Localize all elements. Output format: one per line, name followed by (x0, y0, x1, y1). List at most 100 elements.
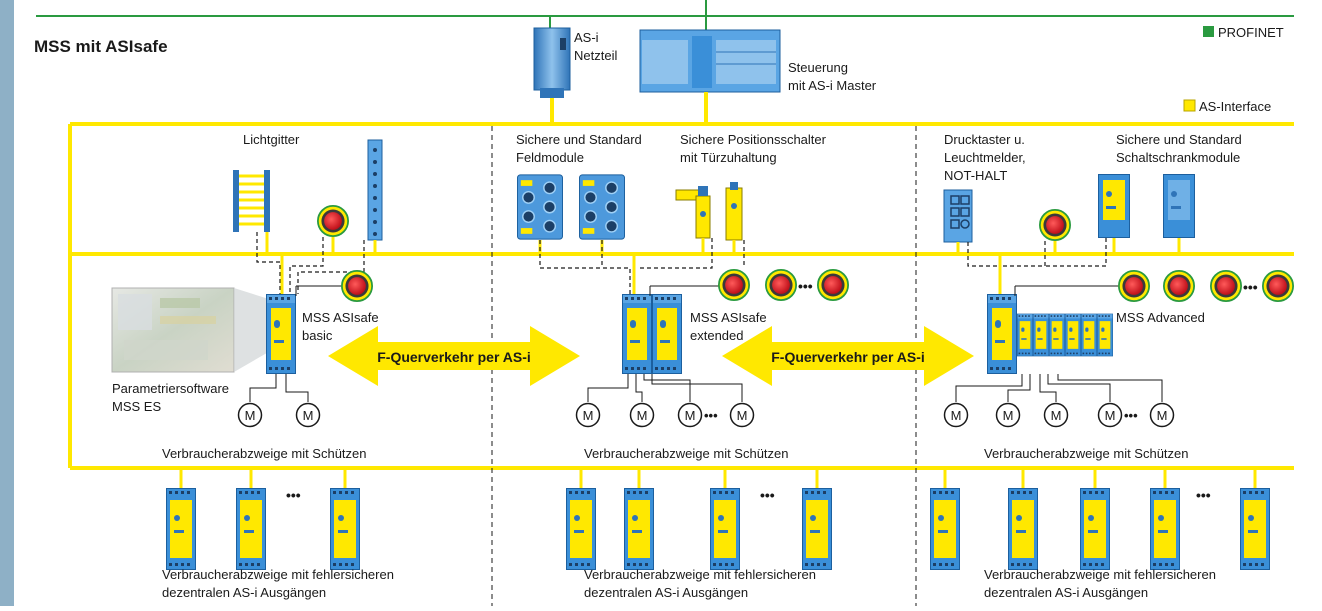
drucktaster-label-line3: NOT-HALT (944, 168, 1007, 183)
motor-label: M (685, 408, 696, 423)
outputs-label-3-line2: dezentralen AS-i Ausgängen (984, 585, 1148, 600)
positionsschalter-label-line1: Sichere Positionsschalter (680, 132, 827, 147)
motor-label: M (1105, 408, 1116, 423)
emergency-stop-icon (1118, 270, 1150, 302)
f-crosstraffic-arrow-1: F-Querverkehr per AS-i (328, 326, 580, 386)
asi-bus-lines (68, 122, 1294, 470)
psu-label-line2: Netzteil (574, 48, 617, 63)
emergency-stop-icon (718, 269, 750, 301)
f-crosstraffic-label-1: F-Querverkehr per AS-i (377, 349, 531, 365)
motor-label: M (737, 408, 748, 423)
outputs-label-1-line2: dezentralen AS-i Ausgängen (162, 585, 326, 600)
f-crosstraffic-arrow-2: F-Querverkehr per AS-i (722, 326, 974, 386)
door-interlock-switch-icon (725, 182, 743, 241)
emergency-stop-icon (317, 205, 349, 237)
safe-output-module-icon (710, 488, 740, 570)
mss-asisafe-extended-module-icon (622, 294, 652, 374)
branches-label-3: Verbraucherabzweige mit Schützen (984, 446, 1189, 461)
schaltschrank-label-line1: Sichere und Standard (1116, 132, 1242, 147)
pushbutton-station-icon (943, 189, 973, 243)
emergency-stop-icon (817, 269, 849, 301)
basic-label-line2: basic (302, 328, 333, 343)
more-outputs-ellipsis: ••• (286, 487, 301, 503)
emergency-stop-icon (1210, 270, 1242, 302)
left-edge-bar (0, 0, 14, 606)
cabinet-module-standard-icon (1163, 174, 1195, 238)
parametrization-software-screenshot (111, 287, 272, 373)
mss-extension-module-icon (652, 294, 682, 374)
branches-label-2: Verbraucherabzweige mit Schützen (584, 446, 789, 461)
safe-output-module-icon (236, 488, 266, 570)
more-estops-ellipsis: ••• (1243, 279, 1258, 295)
motor-label: M (1003, 408, 1014, 423)
light-curtain-icon (233, 170, 270, 232)
more-estops-ellipsis: ••• (798, 278, 813, 294)
mss-asisafe-basic-module-icon (266, 294, 296, 374)
safe-output-module-icon (566, 488, 596, 570)
safe-output-module-icon (166, 488, 196, 570)
more-outputs-ellipsis: ••• (1196, 487, 1211, 503)
outputs-label-2-line2: dezentralen AS-i Ausgängen (584, 585, 748, 600)
outputs-label-2-line1: Verbraucherabzweige mit fehlersicheren (584, 567, 816, 582)
diagram-title: MSS mit ASIsafe (34, 37, 168, 56)
safe-output-module-icon (802, 488, 832, 570)
emergency-stop-icon (1039, 209, 1071, 241)
schaltschrank-label-line2: Schaltschrankmodule (1116, 150, 1240, 165)
motor-label: M (1157, 408, 1168, 423)
positionsschalter-label-line2: mit Türzuhaltung (680, 150, 777, 165)
asi-legend-label: AS-Interface (1199, 99, 1271, 114)
mss-advanced-io-module-icon (1049, 313, 1065, 357)
basic-label-line1: MSS ASIsafe (302, 310, 379, 325)
safe-output-module-icon (1240, 488, 1270, 570)
safe-output-module-icon (1008, 488, 1038, 570)
mss-advanced-module-group (987, 294, 1113, 374)
mss-advanced-io-module-icon (1017, 313, 1033, 357)
motor-label: M (583, 408, 594, 423)
emergency-stop-icon (1262, 270, 1294, 302)
safe-output-module-icon (330, 488, 360, 570)
extended-label-line2: extended (690, 328, 744, 343)
more-motors-ellipsis: ••• (1124, 408, 1138, 423)
software-label-line1: Parametriersoftware (112, 381, 229, 396)
field-module-standard-icon (579, 174, 625, 240)
emergency-stop-icon (1163, 270, 1195, 302)
drucktaster-label-line1: Drucktaster u. (944, 132, 1025, 147)
outputs-label-1-line1: Verbraucherabzweige mit fehlersicheren (162, 567, 394, 582)
branches-label-1: Verbraucherabzweige mit Schützen (162, 446, 367, 461)
cabinet-module-safe-icon (1098, 174, 1130, 238)
more-outputs-ellipsis: ••• (760, 487, 775, 503)
safe-output-module-icon (930, 488, 960, 570)
motor-label: M (1051, 408, 1062, 423)
motor-label: M (637, 408, 648, 423)
mss-advanced-io-module-icon (1081, 313, 1097, 357)
psu-label-line1: AS-i (574, 30, 599, 45)
profinet-legend-label: PROFINET (1218, 25, 1284, 40)
plc-controller-icon (639, 29, 781, 93)
advanced-label: MSS Advanced (1116, 310, 1205, 325)
emergency-stop-icon (341, 270, 373, 302)
mss-advanced-io-module-icon (1065, 313, 1081, 357)
safe-output-module-icon (624, 488, 654, 570)
extended-label-line1: MSS ASIsafe (690, 310, 767, 325)
outputs-label-3-line1: Verbraucherabzweige mit fehlersicheren (984, 567, 1216, 582)
mss-advanced-module-icon (987, 294, 1017, 374)
motor-label: M (303, 408, 314, 423)
lichtgitter-label: Lichtgitter (243, 132, 300, 147)
controller-label-line1: Steuerung (788, 60, 848, 75)
mss-advanced-io-module-icon (1033, 313, 1049, 357)
feldmodule-label-line1: Sichere und Standard (516, 132, 642, 147)
emergency-stop-icon (765, 269, 797, 301)
safe-output-module-icon (1150, 488, 1180, 570)
position-sensor-strip-icon (367, 139, 383, 241)
f-crosstraffic-label-2: F-Querverkehr per AS-i (771, 349, 925, 365)
software-label-line2: MSS ES (112, 399, 161, 414)
more-motors-ellipsis: ••• (704, 408, 718, 423)
motor-label: M (951, 408, 962, 423)
motor-label: M (245, 408, 256, 423)
field-module-safe-icon (517, 174, 563, 240)
position-switch-icon (675, 186, 711, 239)
bottom-output-modules (166, 468, 1270, 570)
mss-advanced-io-module-icon (1097, 313, 1113, 357)
